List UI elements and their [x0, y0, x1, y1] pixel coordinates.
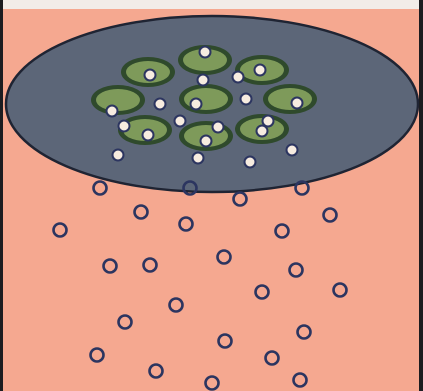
- bound-particle: [213, 122, 224, 133]
- bound-particle: [193, 153, 204, 164]
- bound-particle: [113, 150, 124, 161]
- cell: [263, 84, 317, 114]
- bound-particle: [241, 94, 252, 105]
- cell: [179, 84, 233, 114]
- bound-particle: [257, 126, 268, 137]
- bound-particle: [143, 130, 154, 141]
- bound-particle: [255, 65, 266, 76]
- bound-particle: [119, 121, 130, 132]
- bound-particle: [287, 145, 298, 156]
- bound-particle: [145, 70, 156, 81]
- bound-particle: [263, 116, 274, 127]
- cell-inner: [268, 88, 312, 110]
- bound-particle: [201, 136, 212, 147]
- top-caption-strip: [0, 0, 423, 9]
- bound-particle: [245, 157, 256, 168]
- bound-particle: [107, 106, 118, 117]
- left-border: [0, 0, 3, 391]
- bound-particle: [198, 75, 209, 86]
- bound-particle: [233, 72, 244, 83]
- bound-particle: [175, 116, 186, 127]
- bound-particle: [200, 47, 211, 58]
- cell-inner: [96, 89, 140, 111]
- bound-particle: [155, 99, 166, 110]
- right-border: [419, 0, 423, 391]
- bound-particle: [191, 99, 202, 110]
- bound-particle: [292, 98, 303, 109]
